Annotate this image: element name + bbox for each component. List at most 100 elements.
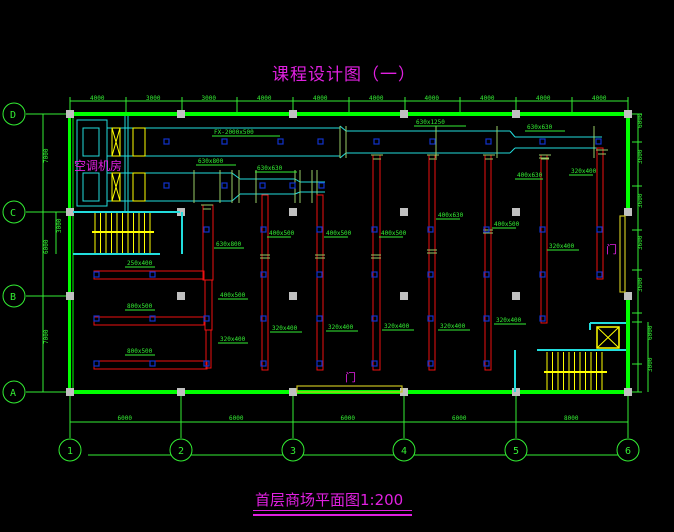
ac-room-label: 空调机房 <box>74 158 122 173</box>
bottom-dimension-label: 6000 <box>118 415 133 422</box>
flexible-connector <box>111 127 121 157</box>
air-diffuser <box>317 138 324 145</box>
elevator-cross <box>596 326 620 349</box>
structural-column <box>624 110 632 118</box>
air-diffuser <box>596 226 603 233</box>
air-diffuser <box>371 226 378 233</box>
vertical-branch-5 <box>484 154 492 371</box>
vertical-branch-main-a <box>202 204 214 281</box>
structural-column <box>66 388 74 396</box>
top-dimension-label: 4000 <box>592 95 607 102</box>
structural-column <box>512 208 520 216</box>
grid-column-label: 6 <box>625 446 631 457</box>
air-diffuser <box>485 138 492 145</box>
air-diffuser <box>373 138 380 145</box>
right-outer-dimension-label: 6000 <box>647 325 654 340</box>
air-diffuser <box>260 360 267 367</box>
structural-column <box>289 208 297 216</box>
duct-size-label: FX-2000x500 <box>214 129 254 136</box>
bottom-dimension-label: 6000 <box>452 415 467 422</box>
duct-size-label: 320x400 <box>272 325 298 332</box>
duct-size-label: 400x500 <box>220 292 246 299</box>
air-diffuser <box>316 271 323 278</box>
grid-column-label: 2 <box>178 446 184 457</box>
air-diffuser <box>316 226 323 233</box>
duct-size-label: 320x400 <box>549 243 575 250</box>
grid-column-label: 1 <box>67 446 73 457</box>
vertical-branch-4 <box>428 154 436 371</box>
structural-column <box>66 110 74 118</box>
left-dimension-label: 6000 <box>43 239 50 254</box>
right-dimension-label: 3600 <box>637 193 644 208</box>
grid-bubble-column <box>504 438 528 462</box>
air-diffuser <box>427 226 434 233</box>
air-diffuser <box>203 226 210 233</box>
main-entrance-door <box>296 385 403 393</box>
air-diffuser <box>277 138 284 145</box>
right-dimension-label: 3600 <box>637 277 644 292</box>
horizontal-branch-1 <box>93 270 205 280</box>
grid-column-label: 5 <box>513 446 519 457</box>
duct-size-label: 400x500 <box>494 221 520 228</box>
air-diffuser <box>318 182 325 189</box>
subtitle-underline-thick <box>253 514 412 516</box>
grid-row-label: C <box>10 208 16 219</box>
grid-bubble-row <box>2 380 26 404</box>
duct-size-label: 630x800 <box>216 241 242 248</box>
structural-column <box>289 292 297 300</box>
ac-unit-lower <box>82 172 100 202</box>
air-diffuser <box>149 360 156 367</box>
duct-size-label: 800x500 <box>127 303 153 310</box>
connector-cross <box>111 172 121 202</box>
ac-room-enclosure <box>76 119 108 207</box>
air-diffuser <box>483 226 490 233</box>
air-diffuser <box>483 360 490 367</box>
bottom-dimension-label: 6000 <box>341 415 356 422</box>
duct-size-label: 400x630 <box>438 212 464 219</box>
duct-size-label: 630x630 <box>527 124 553 131</box>
door-label-east: 门 <box>606 242 617 256</box>
east-wall-lower <box>626 296 630 394</box>
top-dimension-label: 4000 <box>90 95 105 102</box>
air-diffuser <box>427 315 434 322</box>
bottom-dimension-label: 6000 <box>229 415 244 422</box>
air-diffuser <box>371 315 378 322</box>
right-dimension-label: 3600 <box>637 149 644 164</box>
duct-size-label: 400x500 <box>381 230 407 237</box>
silencer-upper <box>132 127 146 157</box>
structural-column <box>289 388 297 396</box>
air-diffuser <box>483 315 490 322</box>
plan-subtitle: 首层商场平面图1:200 <box>255 491 404 509</box>
air-diffuser <box>289 182 296 189</box>
structural-column <box>624 292 632 300</box>
elevator-shaft <box>596 326 620 349</box>
left-dimension-label: 7000 <box>43 329 50 344</box>
duct-size-label: 400x630 <box>517 172 543 179</box>
duct-size-label: 320x400 <box>384 323 410 330</box>
duct-size-label: 630x630 <box>257 165 283 172</box>
equipment-layer <box>73 116 626 393</box>
grid-column-label: 3 <box>290 446 296 457</box>
structural-column <box>66 208 74 216</box>
annotation-layer: 空调机房门门FX-2000x500630x1250630x630630x8006… <box>74 119 617 384</box>
grid-bubble-column <box>392 438 416 462</box>
air-diffuser <box>203 315 210 322</box>
ac-unit-upper <box>82 127 100 157</box>
air-diffuser <box>149 271 156 278</box>
structural-column <box>66 292 74 300</box>
air-diffuser <box>316 360 323 367</box>
structural-column <box>400 208 408 216</box>
air-diffuser <box>163 182 170 189</box>
air-diffuser <box>539 138 546 145</box>
reducer <box>339 125 347 132</box>
subtitle-underline <box>253 510 412 511</box>
east-entrance-door <box>619 215 626 293</box>
air-diffuser <box>93 315 100 322</box>
door-label-south: 门 <box>345 370 356 384</box>
reducer <box>339 152 347 159</box>
left-inner-dimension-label: 3000 <box>56 218 63 233</box>
grid-row-label: D <box>10 110 16 121</box>
grid-column-label: 4 <box>401 446 407 457</box>
duct-size-label: 630x1250 <box>416 119 445 126</box>
duct-size-label: 250x400 <box>127 260 153 267</box>
